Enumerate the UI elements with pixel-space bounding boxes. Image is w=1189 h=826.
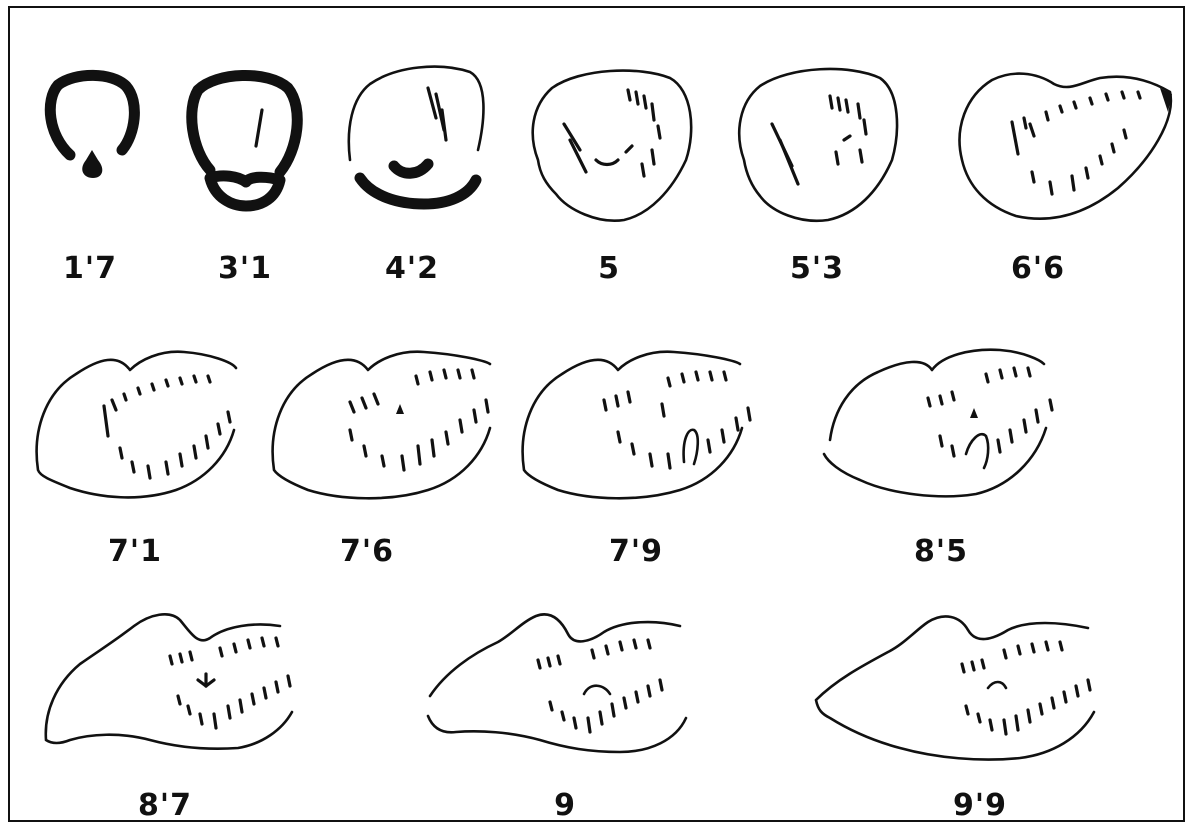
label-5-3: 5'3 [790,251,844,286]
section-5-3-drawing [737,67,899,223]
label-6-6: 6'6 [1011,251,1065,286]
label-8-7: 8'7 [138,788,192,823]
section-9-9-drawing [814,615,1096,761]
section-4-2-drawing [347,65,485,210]
section-7-9-drawing [521,350,752,500]
label-1-7: 1'7 [63,251,117,286]
section-8-5-drawing [822,348,1054,498]
section-7-6-drawing [271,350,492,500]
label-3-1: 3'1 [218,251,272,286]
label-4-2: 4'2 [385,251,439,286]
label-7-1: 7'1 [108,534,162,569]
label-5: 5 [598,251,620,286]
label-7-9: 7'9 [609,534,663,569]
label-7-6: 7'6 [340,534,394,569]
label-9-9: 9'9 [953,788,1007,823]
section-6-6-drawing [958,72,1173,220]
label-9: 9 [554,788,576,823]
label-8-5: 8'5 [914,534,968,569]
section-3-1-drawing [186,69,303,212]
section-7-1-drawing [35,350,238,499]
section-9-drawing [426,613,688,754]
section-1-7-drawing [44,69,140,178]
section-5-drawing [531,69,693,222]
section-8-7-drawing [44,613,294,751]
